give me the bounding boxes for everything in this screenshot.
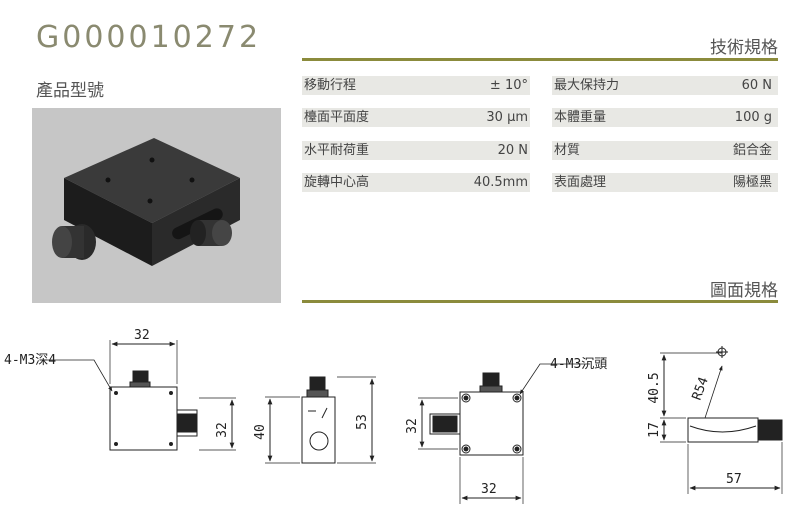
spec-value: 60 N xyxy=(741,78,772,93)
dim-base-height: 17 xyxy=(647,422,662,438)
goniometer-stage-image xyxy=(52,138,240,266)
spec-value: 40.5mm xyxy=(473,175,528,190)
product-photo xyxy=(32,108,281,303)
product-label: 產品型號 xyxy=(36,81,104,101)
front-holes-label: 4-M3深4 xyxy=(4,353,56,368)
spec-key: 檯面平面度 xyxy=(304,110,370,125)
spec-key: 表面處理 xyxy=(554,175,607,190)
spec-value: ± 10° xyxy=(489,78,528,93)
spec-row: 移動行程 ± 10° 最大保持力 60 N xyxy=(302,76,778,95)
technical-drawing: 4-M3深4 32 32 40 53 32 32 4-M3沉頭 40.5 R54… xyxy=(0,310,800,510)
dim-length: 57 xyxy=(726,472,742,487)
side-view xyxy=(265,376,376,464)
spec-key: 旋轉中心高 xyxy=(304,175,370,190)
dim-radius: R54 xyxy=(690,375,712,402)
spec-row: 檯面平面度 30 µm 本體重量 100 g xyxy=(302,108,778,127)
spec-key: 材質 xyxy=(554,143,581,158)
spec-value: 鋁合金 xyxy=(732,143,772,158)
spec-value: 20 N xyxy=(497,143,528,158)
specs-divider xyxy=(302,58,778,61)
dim-radius-height: 40.5 xyxy=(647,372,662,403)
drawing-title: 圖面規格 xyxy=(710,281,778,301)
spec-value: 陽極黑 xyxy=(732,175,772,190)
radius-view xyxy=(660,346,783,494)
front-view xyxy=(40,340,236,451)
spec-row: 旋轉中心高 40.5mm 表面處理 陽極黑 xyxy=(302,173,778,192)
dim-top-height: 32 xyxy=(405,418,420,434)
dim-side-height-outer: 53 xyxy=(355,414,370,430)
dim-front-height: 32 xyxy=(215,422,230,438)
top-view xyxy=(418,363,590,504)
drawing-divider xyxy=(302,300,778,303)
spec-key: 移動行程 xyxy=(304,78,357,93)
dim-side-height-inner: 40 xyxy=(253,424,268,440)
spec-key: 本體重量 xyxy=(554,110,607,125)
spec-value: 30 µm xyxy=(486,110,528,125)
specs-title: 技術規格 xyxy=(710,38,778,58)
drawing-svg: 4-M3深4 32 32 40 53 32 32 4-M3沉頭 40.5 R54… xyxy=(4,328,783,504)
spec-key: 水平耐荷重 xyxy=(304,143,370,158)
spec-key: 最大保持力 xyxy=(554,78,620,93)
product-code: G000010272 xyxy=(36,20,262,55)
spec-value: 100 g xyxy=(734,110,772,125)
spec-row: 水平耐荷重 20 N 材質 鋁合金 xyxy=(302,141,778,160)
top-holes-label: 4-M3沉頭 xyxy=(550,357,607,372)
dim-front-width: 32 xyxy=(134,328,150,343)
dim-top-width: 32 xyxy=(481,482,497,497)
